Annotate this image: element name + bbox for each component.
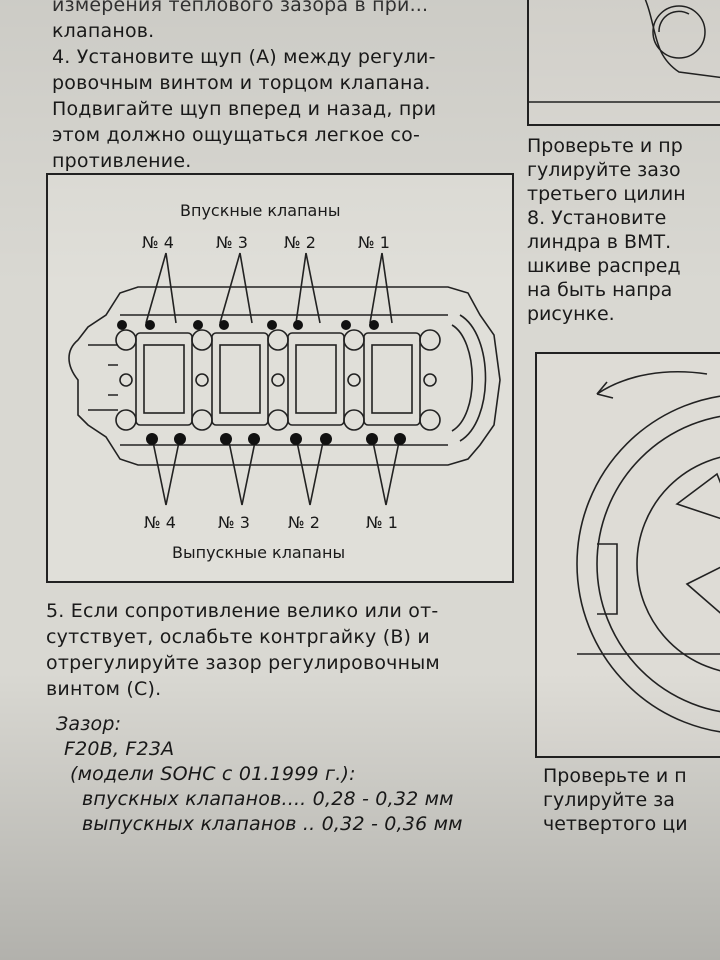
cylinder-head-drawing [68, 252, 501, 506]
clearance-spec: Зазор: F20B, F23A (модели SOHC с 01.1999… [56, 712, 526, 837]
text-line: сутствует, ослабьте контргайку (В) и [46, 626, 430, 648]
text-line: измерения теплового зазора в при... [52, 0, 429, 16]
right-figure-pulley [535, 352, 720, 758]
text-line: клапанов. [52, 20, 155, 42]
text-line: четвертого ци [543, 813, 688, 835]
text-line: гулируйте за [543, 789, 675, 811]
intake-number-4: № 4 [142, 233, 174, 252]
pulley-drawing-top [529, 0, 720, 103]
step-4-paragraph: 4. Установите щуп (А) между регули- рово… [52, 44, 522, 174]
exhaust-valves-label: Выпускные клапаны [172, 543, 346, 562]
text-line: Подвигайте щуп вперед и назад, при [52, 98, 437, 120]
right-figure-top [527, 0, 720, 126]
spec-exhaust-clearance: выпускных клапанов .. 0,32 - 0,36 мм [82, 813, 463, 835]
intake-valves-label: Впускные клапаны [180, 201, 341, 220]
spec-heading: Зазор: [56, 713, 122, 735]
intake-number-1: № 1 [358, 233, 390, 252]
text-line: рисунке. [527, 303, 615, 325]
text-line: ровочным винтом и торцом клапана. [52, 72, 431, 94]
intake-number-2: № 2 [284, 233, 316, 252]
text-line: 4. Установите щуп (А) между регули- [52, 46, 436, 68]
spec-engines: F20B, F23A [64, 738, 175, 760]
exhaust-number-2: № 2 [288, 513, 320, 532]
text-line: противление. [52, 150, 192, 172]
exhaust-number-1: № 1 [366, 513, 398, 532]
text-line: на быть напра [527, 279, 673, 301]
text-line: линдра в ВМТ. [527, 231, 672, 253]
valve-layout-diagram: Впускные клапаны № 4 № 3 № 2 № 1 № 4 № 3… [46, 173, 514, 583]
right-text-block-2: Проверьте и п гулируйте за четвертого ци [543, 764, 688, 836]
left-column: измерения теплового зазора в при... клап… [52, 0, 522, 174]
camshaft-pulley-drawing [576, 371, 720, 733]
spec-intake-clearance: впускных клапанов.... 0,28 - 0,32 мм [82, 788, 454, 810]
text-line: винтом (С). [46, 678, 162, 700]
text-line: этом должно ощущаться легкое со- [52, 124, 421, 146]
spec-models: (модели SOHC с 01.1999 г.): [70, 763, 356, 785]
text-line: Проверьте и п [543, 765, 687, 787]
text-line: Проверьте и пр [527, 135, 683, 157]
text-line: гулируйте зазо [527, 159, 681, 181]
text-line: третьего цилин [527, 183, 686, 205]
exhaust-number-3: № 3 [218, 513, 250, 532]
step-5-paragraph: 5. Если сопротивление велико или от- сут… [46, 598, 516, 702]
intake-number-3: № 3 [216, 233, 248, 252]
text-line: отрегулируйте зазор регулировочным [46, 652, 440, 674]
exhaust-number-4: № 4 [144, 513, 176, 532]
text-line: 5. Если сопротивление велико или от- [46, 600, 439, 622]
top-paragraph: измерения теплового зазора в при... клап… [52, 0, 522, 44]
text-line: 8. Установите [527, 207, 667, 229]
right-column: Проверьте и пр гулируйте зазо третьего ц… [527, 0, 720, 960]
right-text-block-1: Проверьте и пр гулируйте зазо третьего ц… [527, 134, 686, 326]
text-line: шкиве распред [527, 255, 681, 277]
